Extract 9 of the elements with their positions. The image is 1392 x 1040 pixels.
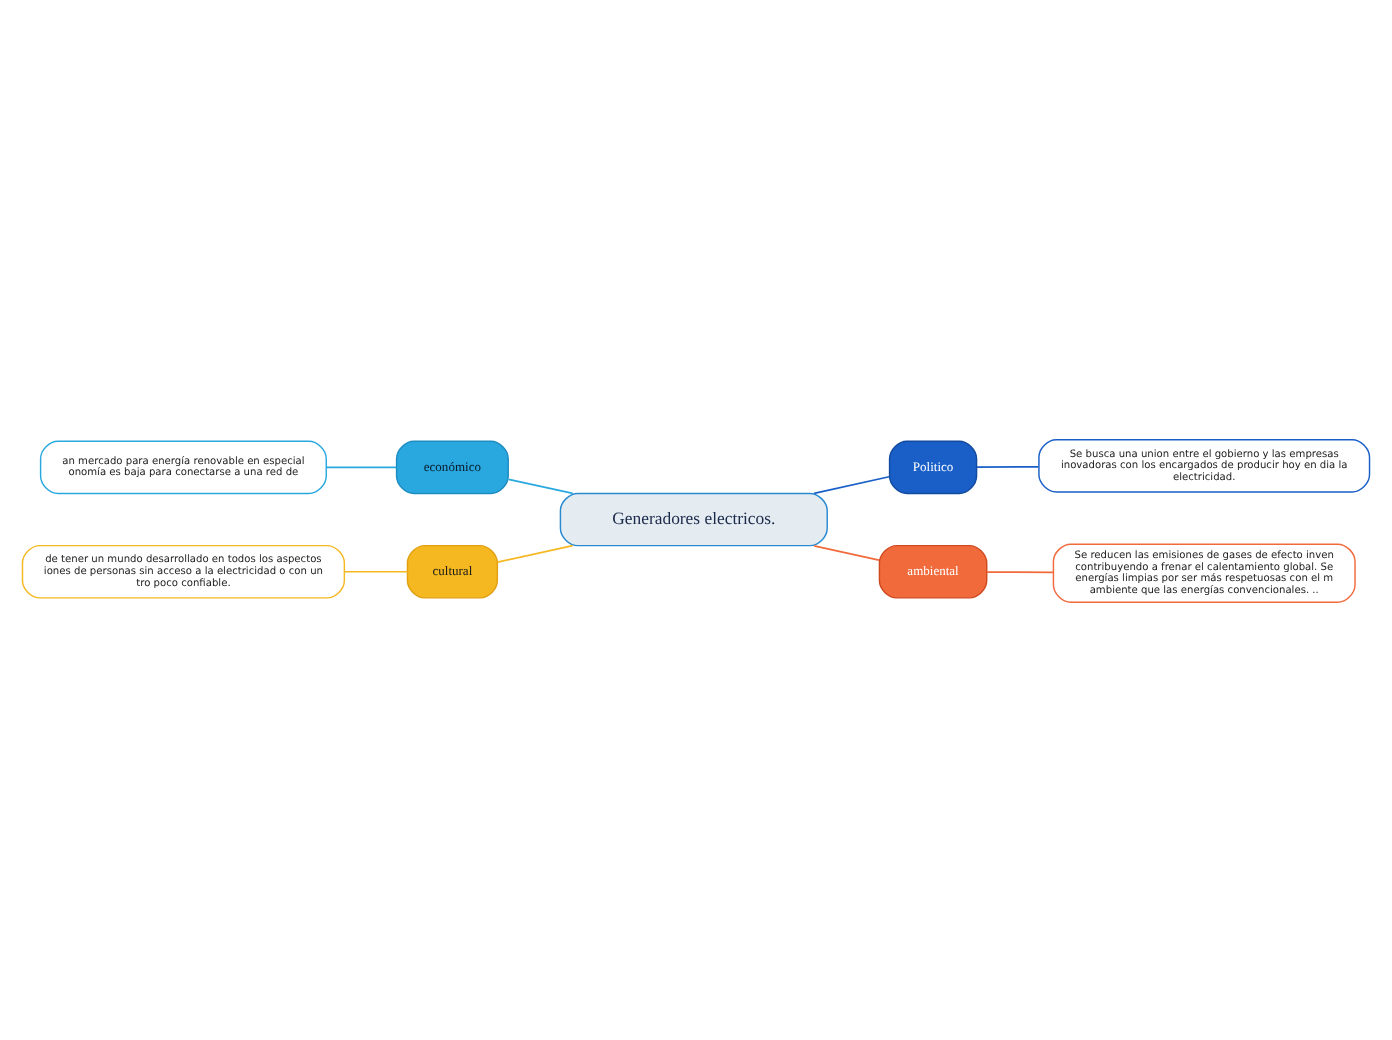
connector: [986, 570, 1054, 573]
connector: [976, 464, 1040, 467]
connector: [325, 465, 398, 468]
connector: [813, 474, 890, 494]
connector: [343, 569, 409, 572]
connector: [813, 543, 880, 560]
node-box: Generadores electricos.: [559, 491, 828, 546]
connector: [496, 543, 574, 563]
connector: [507, 477, 574, 494]
